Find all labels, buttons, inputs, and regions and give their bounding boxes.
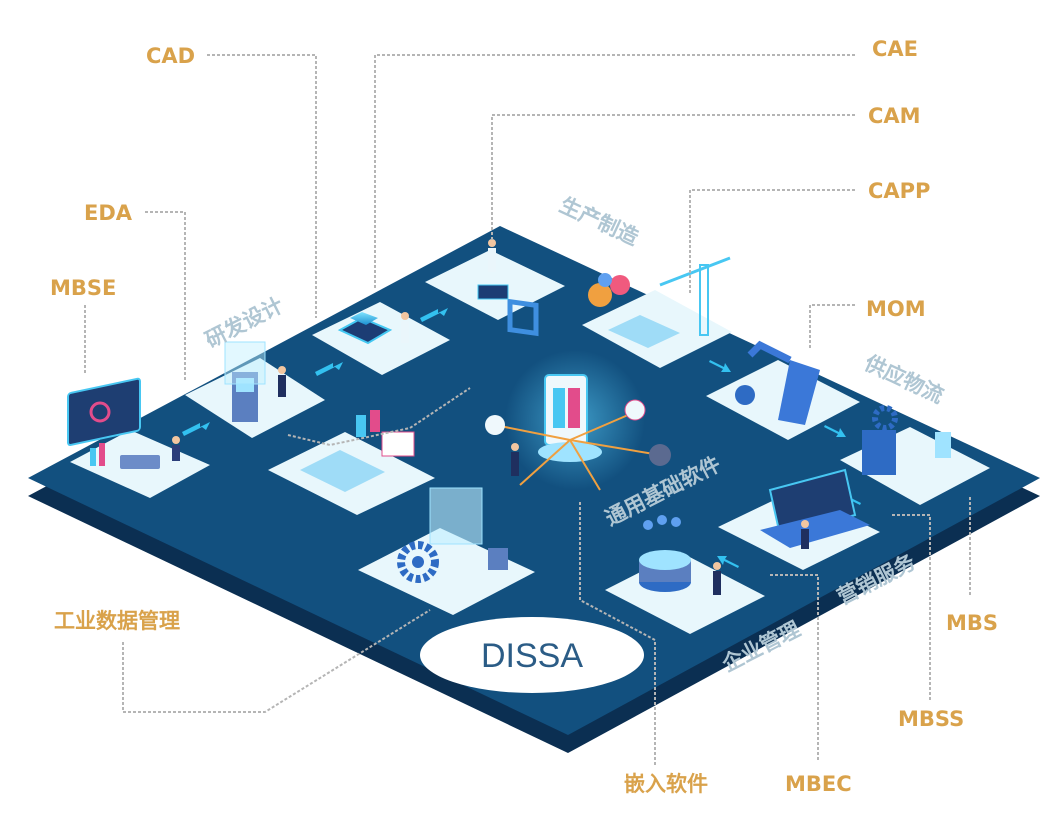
cards-icon (370, 410, 380, 432)
leader-mom (809, 304, 855, 350)
frame-icon (507, 298, 539, 337)
person-icon (488, 239, 496, 247)
lightning-icon (485, 415, 505, 435)
callout-mbse: MBSE (50, 276, 116, 300)
blueprint-icon (300, 450, 385, 492)
chart-icon (89, 401, 111, 423)
blueprint-icon (608, 315, 680, 348)
callout-cad: CAD (146, 44, 195, 68)
callout-mom: MOM (866, 297, 926, 321)
dashboard-icon (67, 377, 141, 446)
flow-arrow (182, 422, 210, 436)
callout-capp: CAPP (868, 179, 930, 203)
network-node-icon (643, 520, 653, 530)
cpu-chip-icon (477, 284, 509, 300)
network-node-icon (671, 517, 681, 527)
person-icon (801, 520, 809, 528)
person-icon (401, 321, 409, 343)
gears-icon (397, 541, 439, 583)
bar-chart-icon (90, 448, 96, 466)
callout-cae: CAE (872, 37, 918, 61)
person-icon (713, 562, 721, 570)
person-icon (401, 312, 409, 320)
glass-panel-icon (224, 341, 266, 385)
cards-icon (356, 415, 366, 437)
cpu-chip-icon (337, 316, 393, 345)
database-icon (488, 548, 508, 570)
leader-cae (374, 54, 855, 288)
screen-icon (381, 431, 415, 457)
callout-mbs: MBS (946, 611, 998, 635)
leader-embedded (579, 500, 656, 765)
server-icon (862, 430, 896, 475)
module-icon (624, 399, 646, 421)
callout-pdm: 工业数据管理 (54, 609, 180, 633)
leader-cad (207, 54, 317, 318)
bar-chart-icon (99, 443, 105, 466)
laptop-icon (760, 510, 870, 548)
robot-arm-icon (747, 340, 792, 364)
person-icon (278, 375, 286, 397)
leader-design-center (287, 387, 471, 447)
crane-icon (699, 264, 709, 336)
gears-icon (872, 405, 898, 431)
flow-arrow (709, 360, 731, 372)
module-icon (649, 444, 671, 466)
person-icon (488, 248, 496, 272)
illustrations (67, 239, 951, 595)
person-icon (172, 445, 180, 461)
zone-label-production: 生产制造 (556, 193, 643, 251)
server-icon (553, 388, 565, 428)
callout-mbss: MBSS (898, 707, 964, 731)
person-icon (801, 529, 809, 549)
gears-icon (610, 275, 630, 295)
crane-icon (659, 256, 731, 287)
database-icon (935, 432, 951, 458)
person-icon (172, 436, 180, 444)
callouts: CAD CAE CAM CAPP EDA MBSE MOM 工业数据管理 MBS… (50, 37, 998, 796)
person-icon (511, 452, 519, 476)
dissa-badge (420, 617, 644, 693)
zone-label-supply: 供应物流 (860, 350, 947, 408)
brand-text: DISSA (481, 637, 583, 675)
leader-lines (84, 54, 971, 765)
person-icon (278, 366, 286, 374)
callout-embedded: 嵌入软件 (624, 772, 708, 796)
platform-disc (538, 442, 602, 462)
tile-cad (312, 302, 450, 375)
gears-icon (412, 556, 424, 568)
gears-icon (735, 385, 755, 405)
flow-arrow (717, 556, 739, 568)
desk-icon (120, 455, 160, 469)
flow-arrow (420, 308, 448, 322)
network-node-icon (657, 515, 667, 525)
leader-capp (689, 189, 855, 295)
gears-icon (588, 283, 612, 307)
person-icon (713, 571, 721, 595)
callout-eda: EDA (84, 201, 133, 225)
leader-mbss (890, 514, 931, 700)
leader-eda (145, 211, 186, 380)
flow-arrow (315, 362, 343, 376)
leader-mbec (770, 574, 819, 760)
robot-arm-icon (778, 360, 820, 425)
server-icon (568, 388, 580, 428)
leader-cam (491, 114, 855, 240)
gears-icon (598, 273, 612, 287)
3d-printer-icon (236, 378, 254, 392)
cpu-chip-icon (350, 312, 378, 325)
flow-arrows (182, 308, 861, 568)
callout-mbec: MBEC (785, 772, 852, 796)
database-icon (639, 550, 691, 570)
leader-pdm (122, 609, 431, 713)
flow-arrow (824, 425, 846, 437)
callout-cam: CAM (868, 104, 921, 128)
person-icon (511, 443, 519, 451)
platform-top (28, 226, 1040, 735)
glass-panel-icon (429, 487, 483, 545)
